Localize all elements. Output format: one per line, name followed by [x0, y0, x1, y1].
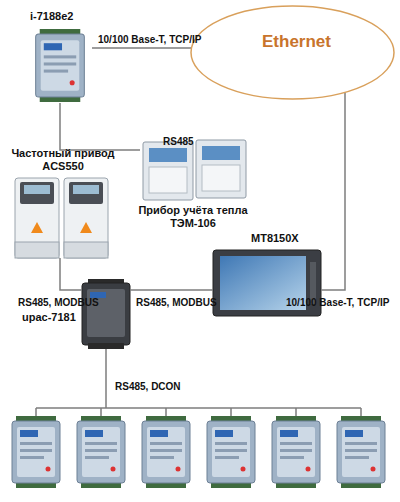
drive-display	[24, 185, 50, 194]
module-body	[82, 283, 130, 345]
ellipse-shape	[191, 6, 394, 99]
node-label: MT8150X	[251, 232, 321, 245]
network-cloud: Ethernet	[190, 5, 395, 100]
drive-display	[73, 185, 99, 194]
bus-wire	[36, 349, 361, 417]
meter-body	[196, 140, 246, 198]
node-label: Частотный привод ACS550	[1, 147, 125, 173]
node-label: i-7188e2	[30, 10, 120, 23]
drive-base	[64, 242, 108, 258]
controller-module: i-7188e2	[28, 28, 92, 103]
cable-connector	[60, 103, 140, 150]
io-module	[142, 416, 190, 488]
io-module	[272, 416, 320, 488]
cable-connector	[60, 258, 82, 290]
cable-connector	[321, 92, 345, 290]
meter-panel	[149, 167, 187, 193]
cable-connector	[130, 289, 213, 291]
io-module	[337, 416, 385, 488]
drive-body	[64, 178, 108, 258]
drive-panel	[69, 182, 103, 204]
module-face	[87, 289, 125, 337]
meter-display	[202, 146, 240, 160]
warning-triangle	[31, 222, 43, 233]
controller-module	[36, 29, 85, 102]
meter-panel	[202, 165, 240, 191]
drive-pair	[15, 178, 108, 258]
drive-body	[15, 178, 59, 258]
frequency-drive: Частотный привод ACS550	[15, 178, 110, 258]
meter-body	[143, 142, 193, 200]
terminal-block	[88, 343, 124, 349]
dcon-bus	[36, 349, 361, 417]
bus-label: RS485, DCON	[115, 381, 181, 393]
link-label: RS485, MODBUS	[136, 297, 217, 309]
drive-base	[15, 242, 59, 258]
io-module	[207, 416, 255, 488]
io-module	[12, 416, 60, 488]
warning-triangle	[80, 222, 92, 233]
node-label: upac-7181	[22, 311, 82, 324]
upac-module	[82, 279, 130, 349]
link-label: 10/100 Base-T, TCP/IP	[286, 297, 389, 309]
io-module	[77, 416, 125, 488]
controller-module: upac-7181	[82, 283, 130, 345]
link-label: RS485, MODBUS	[18, 297, 99, 309]
heat-meter-pair	[143, 140, 246, 200]
drive-panel	[20, 182, 54, 204]
link-label: RS485	[163, 136, 194, 148]
link-label: 10/100 Base-T, TCP/IP	[98, 34, 201, 46]
cable-connector	[92, 47, 191, 49]
node-label: Прибор учёта тепла ТЭМ-106	[125, 204, 261, 230]
ellipse-outline	[190, 5, 395, 100]
heat-meter: Прибор учёта тепла ТЭМ-106	[140, 140, 246, 202]
meter-display	[149, 148, 187, 162]
node-label: Ethernet	[194, 32, 399, 52]
